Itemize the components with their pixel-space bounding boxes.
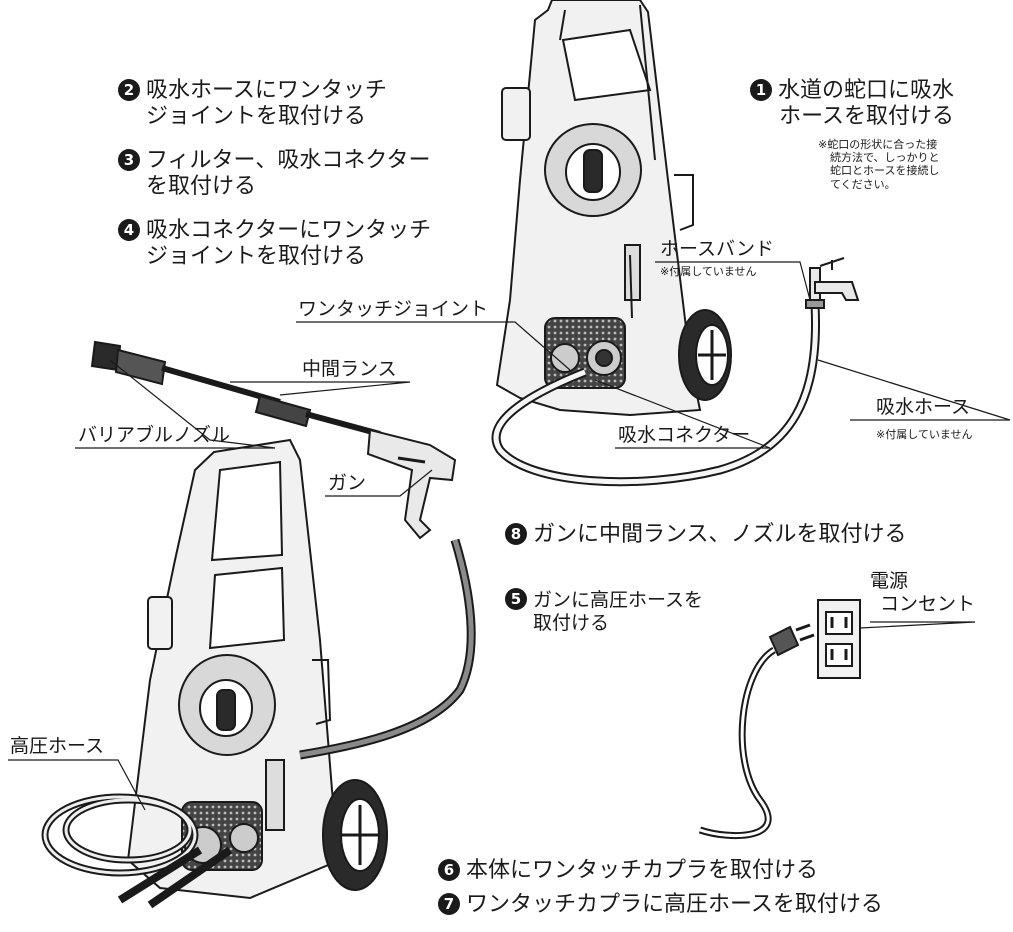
step-5-label: 5 ガンに高圧ホースを 取付ける (505, 588, 703, 635)
outlet-label: 電源 コンセント (870, 570, 975, 616)
step-3-line2: を取付ける (146, 174, 257, 200)
one-touch-joint-label: ワンタッチジョイント (298, 298, 489, 320)
step-7-number: 7 (438, 893, 460, 915)
step-1-line1: 水道の蛇口に吸水 (778, 78, 955, 103)
leader-lines (8, 261, 1011, 811)
step-6-number: 6 (438, 859, 460, 881)
step-2-line2: ジョイントを取付ける (146, 104, 367, 130)
outlet-label-line2: コンセント (880, 592, 976, 615)
step-4-label: 4 吸水コネクターにワンタッチ ジョイントを取付ける (118, 218, 431, 271)
step-1-note-line4: てください。 (830, 177, 896, 191)
faucet-icon (805, 257, 860, 309)
step-1-note-line2: 続方法で、しっかりと (830, 151, 940, 165)
step-6-label: 6 本体にワンタッチカプラを取付ける (438, 858, 818, 884)
step-1-number: 1 (750, 79, 772, 101)
step-8-number: 8 (505, 523, 527, 545)
step-7-text: ワンタッチカプラに高圧ホースを取付ける (466, 892, 883, 917)
step-1-note-line1: ※蛇口の形状に合った接 (818, 138, 938, 151)
step-4-number: 4 (118, 219, 140, 241)
outlet-icon (817, 599, 861, 679)
step-4-line1: 吸水コネクターにワンタッチ (146, 218, 432, 243)
washer-rear-illustration (495, 0, 732, 417)
step-6-text: 本体にワンタッチカプラを取付ける (466, 858, 819, 883)
step-1-label: 1 水道の蛇口に吸水 ホースを取付ける (750, 78, 954, 131)
power-plug-icon (698, 623, 815, 840)
variable-nozzle-label: バリアブルノズル (78, 424, 231, 446)
step-7-label: 7 ワンタッチカプラに高圧ホースを取付ける (438, 892, 883, 918)
outlet-label-line1: 電源 (870, 570, 909, 592)
step-1-note-line3: 蛇口とホースを接続し (830, 164, 940, 178)
spray-gun-assembly (90, 340, 457, 540)
step-3-number: 3 (118, 149, 140, 171)
step-1-note: ※蛇口の形状に合った接 続方法で、しっかりと 蛇口とホースを接続し てください。 (818, 138, 940, 191)
intake-hose-note: ※付属していません (876, 428, 973, 441)
step-8-text: ガンに中間ランス、ノズルを取付ける (533, 522, 907, 547)
hose-band-note: ※付属していません (660, 265, 757, 278)
step-4-line2: ジョイントを取付ける (146, 244, 367, 270)
step-8-label: 8 ガンに中間ランス、ノズルを取付ける (505, 522, 907, 548)
step-5-line2: 取付ける (533, 611, 610, 634)
step-2-number: 2 (118, 79, 140, 101)
hose-band-label: ホースバンド (660, 238, 775, 260)
intake-hose-label: 吸水ホース (876, 396, 971, 418)
gun-label: ガン (328, 472, 367, 494)
step-3-label: 3 フィルター、吸水コネクター を取付ける (118, 148, 430, 201)
step-2-label: 2 吸水ホースにワンタッチ ジョイントを取付ける (118, 78, 387, 131)
step-3-line1: フィルター、吸水コネクター (146, 148, 431, 173)
washer-front-illustration (126, 438, 388, 900)
high-pressure-hose-label: 高圧ホース (10, 735, 105, 757)
mid-lance-label: 中間ランス (302, 358, 397, 380)
intake-connector-label: 吸水コネクター (618, 424, 751, 446)
step-5-number: 5 (505, 588, 527, 610)
step-1-line2: ホースを取付ける (779, 104, 955, 130)
step-2-line1: 吸水ホースにワンタッチ (146, 78, 387, 103)
step-5-line1: ガンに高圧ホースを (533, 589, 704, 611)
